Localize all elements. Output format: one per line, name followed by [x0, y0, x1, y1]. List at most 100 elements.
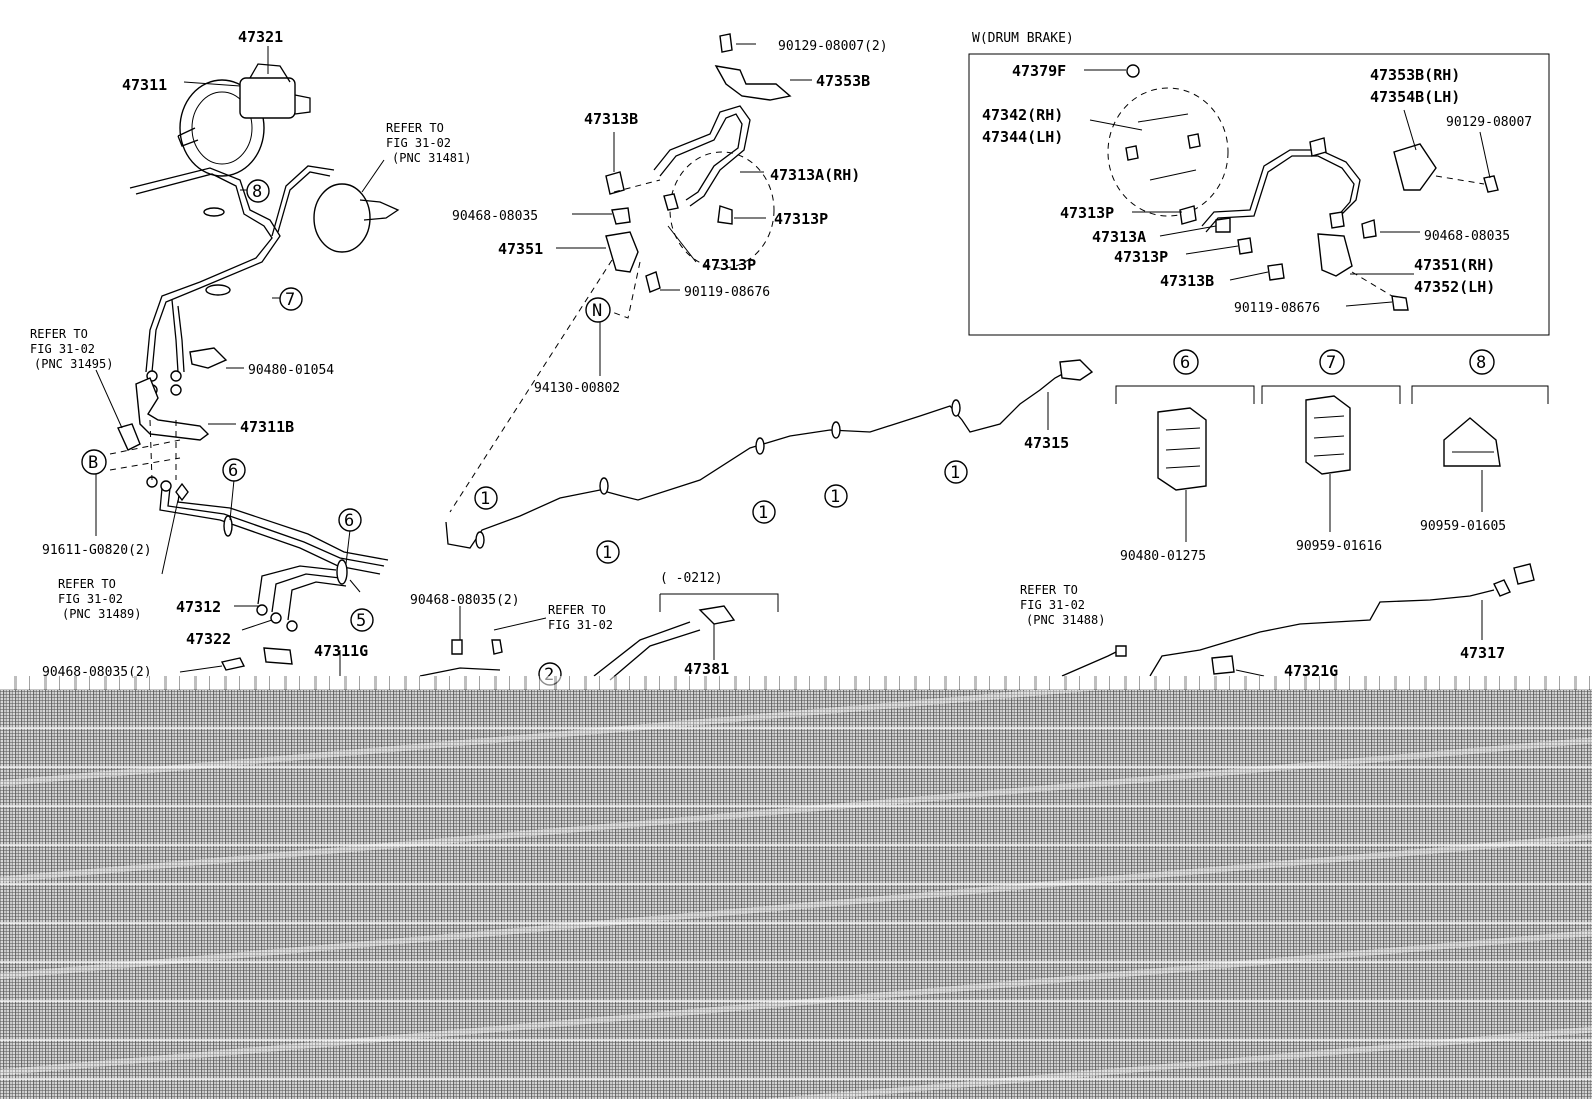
- clip-detail-8: [1411, 385, 1549, 512]
- drum-brake-labels: W(DRUM BRAKE) 47379F 47342(RH) 47344(LH)…: [972, 31, 1532, 316]
- svg-text:1: 1: [950, 463, 960, 483]
- label-47381: 47381: [684, 660, 729, 678]
- callout-1-d: 1: [824, 484, 848, 508]
- callout-1-c: 1: [752, 500, 776, 524]
- drum-brake-title: W(DRUM BRAKE): [972, 31, 1074, 46]
- label-90129-08007-2: 90129-08007(2): [778, 39, 888, 54]
- label-47351-rh: 47351(RH): [1414, 256, 1495, 274]
- label-47379f: 47379F: [1012, 62, 1066, 80]
- refer-note-31488-line1: REFER TO: [1020, 583, 1078, 597]
- callout-6-b: 6: [338, 508, 362, 532]
- label-47353b-rh: 47353B(RH): [1370, 66, 1460, 84]
- drum-brake-inset-frame: [968, 53, 1550, 336]
- refer-note-31489-line2: FIG 31-02: [58, 592, 123, 606]
- label-90480-01275: 90480-01275: [1120, 549, 1206, 564]
- label-47352-lh: 47352(LH): [1414, 278, 1495, 296]
- part-labels: 47321 47311 REFER TO FIG 31-02 (PNC 3148…: [30, 28, 1506, 680]
- refer-note-31481-line3: (PNC 31481): [392, 151, 471, 165]
- label-47353b: 47353B: [816, 72, 870, 90]
- callout-8-b: 8: [1469, 349, 1495, 375]
- label-47322: 47322: [186, 630, 231, 648]
- lower-center-lines: [419, 593, 779, 681]
- scan-noise-streaks: [0, 690, 1592, 1099]
- svg-text:6: 6: [1180, 353, 1190, 373]
- lower-fittings: [220, 604, 298, 671]
- clip-detail-6: [1115, 385, 1255, 542]
- callout-b: B: [81, 449, 107, 475]
- label-90129-08007: 90129-08007: [1446, 115, 1532, 130]
- callout-7-b: 7: [1319, 349, 1345, 375]
- label-47351: 47351: [498, 240, 543, 258]
- callout-n: N: [585, 297, 611, 323]
- callout-5: 5: [350, 608, 374, 632]
- refer-note-31488-line2: FIG 31-02: [1020, 598, 1085, 612]
- svg-text:1: 1: [758, 503, 768, 523]
- rear-line-47317: [1061, 563, 1535, 677]
- label-91611-g0820-2: 91611-G0820(2): [42, 543, 152, 558]
- svg-text:7: 7: [285, 290, 295, 310]
- refer-note-3102-line1: REFER TO: [548, 603, 606, 617]
- svg-text:B: B: [88, 453, 98, 473]
- refer-note-3102-line2: FIG 31-02: [548, 618, 613, 632]
- front-hose-group: [605, 33, 792, 293]
- label-47313b: 47313B: [584, 110, 638, 128]
- label-90480-01054: 90480-01054: [248, 363, 334, 378]
- rear-brake-line: [445, 359, 1094, 549]
- label-47311b: 47311B: [240, 418, 294, 436]
- label-47313b-drum: 47313B: [1160, 272, 1214, 290]
- svg-text:1: 1: [602, 543, 612, 563]
- refer-note-31489-line3: (PNC 31489): [62, 607, 141, 621]
- label-90468-08035-2-b: 90468-08035(2): [410, 593, 520, 608]
- svg-text:6: 6: [228, 461, 238, 481]
- callout-1-e: 1: [944, 460, 968, 484]
- svg-text:1: 1: [830, 487, 840, 507]
- callout-6-a: 6: [222, 458, 246, 482]
- leader-lines: [95, 43, 1491, 677]
- label-47344-lh: 47344(LH): [982, 128, 1063, 146]
- svg-text:6: 6: [344, 511, 354, 531]
- line-clips: [203, 207, 348, 585]
- refer-note-31481-line2: FIG 31-02: [386, 136, 451, 150]
- refer-note-31495-line3: (PNC 31495): [34, 357, 113, 371]
- label-47317: 47317: [1460, 644, 1505, 662]
- label-90959-01605: 90959-01605: [1420, 519, 1506, 534]
- callout-8-a: 8: [246, 179, 270, 203]
- label-47313p-d: 47313P: [1114, 248, 1168, 266]
- label-47313a-rh: 47313A(RH): [770, 166, 860, 184]
- label-47354b-lh: 47354B(LH): [1370, 88, 1460, 106]
- label-47313p-a: 47313P: [774, 210, 828, 228]
- label-47321g: 47321G: [1284, 662, 1338, 680]
- label-47313p-c: 47313P: [1060, 204, 1114, 222]
- callout-markers: 8 7 B 6 6 5 N 1 1 1 1 1 2 6 7 8: [81, 179, 1495, 686]
- refer-note-31489-line1: REFER TO: [58, 577, 116, 591]
- svg-text:8: 8: [1476, 353, 1486, 373]
- label-47315: 47315: [1024, 434, 1069, 452]
- label-47321: 47321: [238, 28, 283, 46]
- label-47313p-b: 47313P: [702, 256, 756, 274]
- callout-7-a: 7: [279, 287, 303, 311]
- label-90959-01616: 90959-01616: [1296, 539, 1382, 554]
- scan-artifact-edge: [0, 676, 1592, 694]
- callout-1-b: 1: [596, 540, 620, 564]
- bracket-47311b: [117, 347, 228, 502]
- svg-text:1: 1: [480, 489, 490, 509]
- label-90119-08676: 90119-08676: [684, 285, 770, 300]
- date-range-note: ( -0212): [660, 571, 723, 586]
- label-47311g: 47311G: [314, 642, 368, 660]
- master-cylinder-assembly: [177, 63, 400, 253]
- refer-note-31488-line3: (PNC 31488): [1026, 613, 1105, 627]
- refer-note-31495-line1: REFER TO: [30, 327, 88, 341]
- refer-note-31481-line1: REFER TO: [386, 121, 444, 135]
- drum-brake-inset: [1107, 64, 1499, 311]
- front-brake-lines: [129, 165, 389, 621]
- label-90119-08676-drum: 90119-08676: [1234, 301, 1320, 316]
- label-47313a: 47313A: [1092, 228, 1146, 246]
- svg-text:2: 2: [544, 665, 554, 685]
- clip-detail-7: [1261, 385, 1401, 532]
- label-90468-08035: 90468-08035: [452, 209, 538, 224]
- label-90468-08035-drum: 90468-08035: [1424, 229, 1510, 244]
- svg-text:N: N: [592, 301, 602, 321]
- svg-text:5: 5: [356, 611, 366, 631]
- label-47312: 47312: [176, 598, 221, 616]
